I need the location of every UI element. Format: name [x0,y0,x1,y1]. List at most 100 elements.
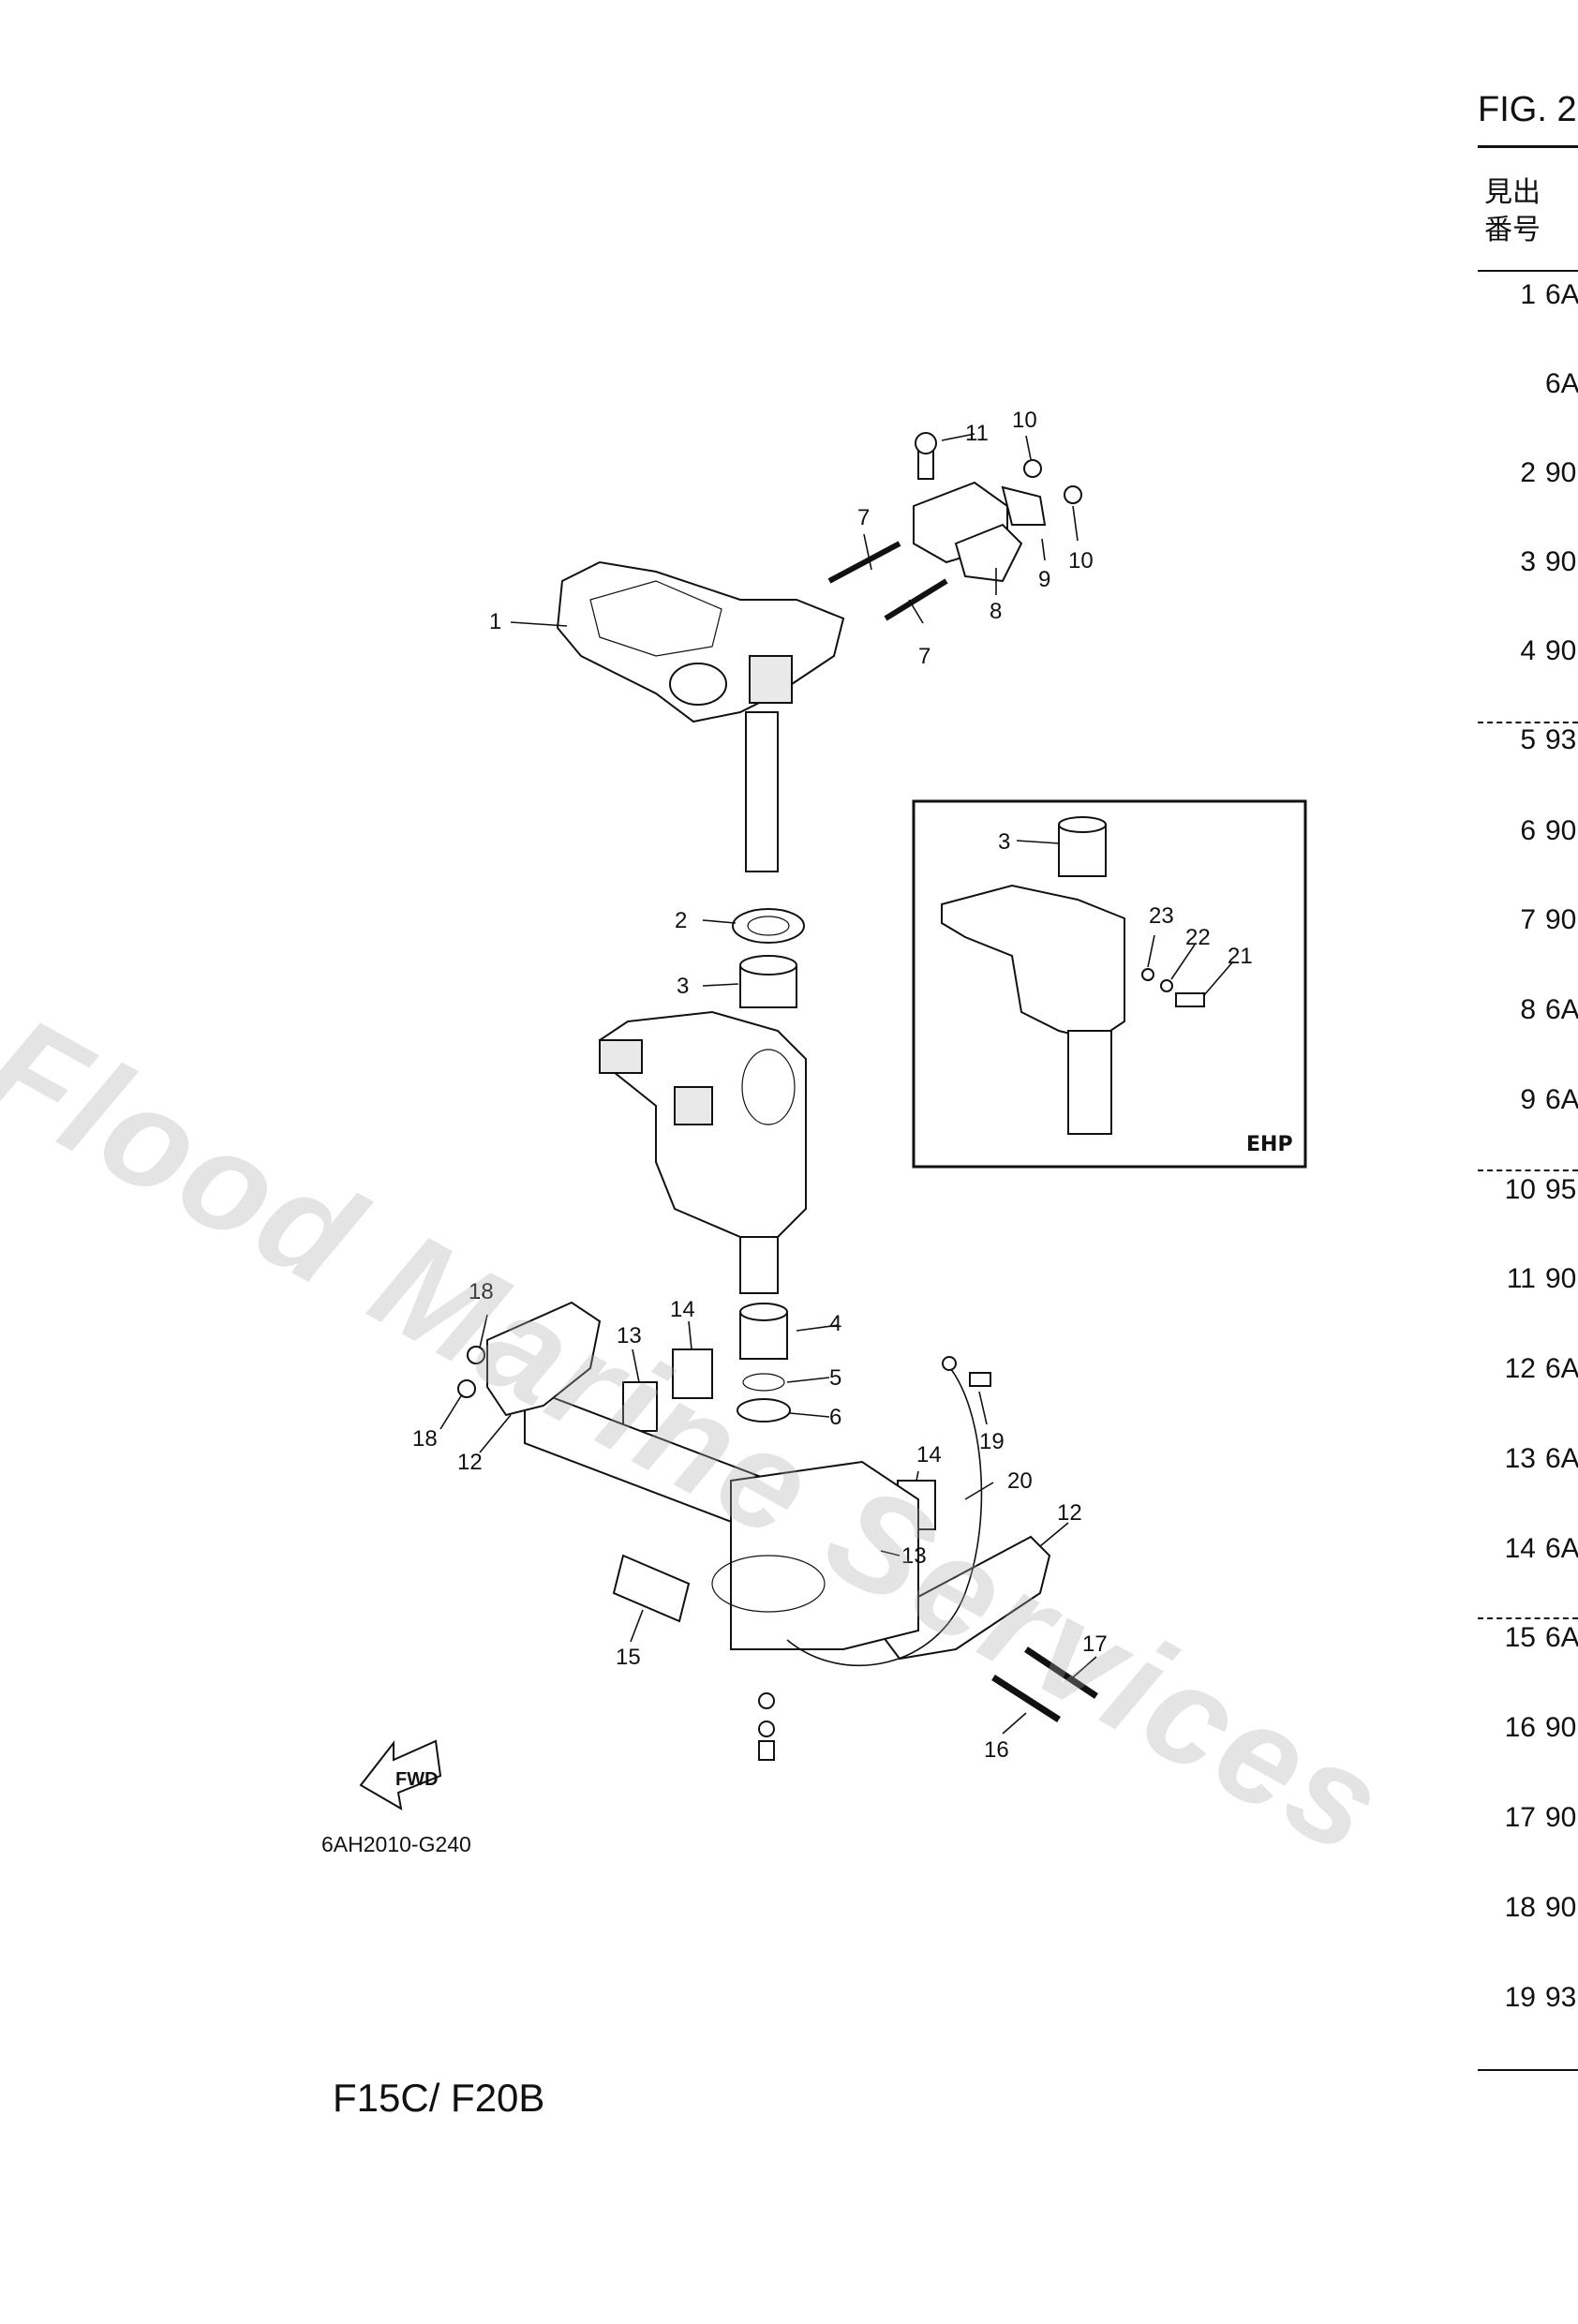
ref-number: 14 [1504,1533,1536,1564]
group-separator [1478,1169,1578,1171]
part-code: 6A [1545,1533,1578,1564]
parts-row: 14 6A [1478,1530,1578,1568]
callout-14b: 14 [916,1442,942,1467]
ref-number: 11 [1506,1263,1536,1294]
lower-shaft [739,1236,779,1294]
ground-lead-20 [786,1363,983,1667]
ref-number: 18 [1504,1892,1536,1923]
callout-numbers: 1 2 3 4 5 6 7 7 8 9 10 10 11 12 12 13 13… [412,408,1253,1763]
ref-number: 15 [1504,1622,1536,1653]
bolt-16 [991,1675,1061,1722]
part-code: 6A [1545,368,1578,399]
ref-number: 16 [1504,1712,1536,1743]
part-code: 90 [1545,1892,1577,1923]
group-separator [1478,722,1578,723]
callout-7a: 7 [857,505,870,530]
part-code: 90 [1545,1712,1577,1743]
header-rule [1478,270,1578,272]
callout-9: 9 [1038,567,1050,592]
callout-13a: 13 [617,1323,642,1348]
ref-no-header: 見出 番号 [1484,174,1541,249]
model-name: F15C/ F20B [333,2076,545,2120]
callout-4: 4 [829,1311,841,1336]
steering-shaft [745,711,779,872]
part-code: 6A [1545,1084,1578,1115]
ref-no-header-line2: 番号 [1484,215,1541,246]
callout-15: 15 [616,1645,641,1670]
ref-number: 7 [1520,904,1536,935]
parts-row: 7 90 [1478,901,1578,939]
part-code: 6A [1545,279,1578,310]
mount-plate-12a [486,1301,602,1417]
ref-number: 13 [1504,1443,1536,1474]
callout-18b: 18 [412,1426,438,1452]
fwd-arrow-icon: FWD [359,1739,442,1810]
parts-row: 13 6A [1478,1440,1578,1478]
inset-callout-23: 23 [1149,903,1174,929]
part-code: 6A [1545,1443,1578,1474]
callout-12a: 12 [457,1450,483,1475]
callout-12b: 12 [1057,1500,1082,1526]
center-mount-housing [730,1460,919,1650]
inset-label: EHP [1246,1133,1293,1156]
callout-2: 2 [675,908,687,933]
table-bottom-rule [1478,2069,1578,2071]
bushings-4-5-6 [737,1303,791,1423]
inset-callout-22: 22 [1185,925,1211,950]
ref-number: 2 [1520,457,1536,488]
callout-10a: 10 [1012,408,1037,433]
inset-callout-21: 21 [1228,944,1253,969]
callout-11: 11 [965,421,989,446]
callout-14a: 14 [670,1297,695,1322]
ref-number: 10 [1504,1174,1536,1205]
table-top-rule [1478,145,1578,148]
upper-fasteners [827,432,1082,621]
part-code: 90 [1545,457,1577,488]
part-code: 6A [1545,1622,1578,1653]
inset-drawing [941,816,1205,1135]
callout-6: 6 [829,1405,841,1430]
ref-number: 12 [1504,1353,1536,1384]
callout-20: 20 [1007,1468,1033,1494]
ref-number: 3 [1520,546,1536,577]
diagram-code: 6AH2010-G240 [321,1832,471,1856]
parts-row: 6A [1478,365,1578,403]
part-code: 90 [1545,1263,1577,1294]
ref-number: 1 [1520,279,1536,310]
part-code: 90 [1545,635,1577,666]
leader-lines [439,435,1234,1735]
part-code: 93 [1545,724,1577,755]
callout-5: 5 [829,1365,841,1391]
callout-7b: 7 [918,644,930,669]
callout-13b: 13 [901,1543,927,1569]
bolt-17 [1024,1646,1098,1699]
screw-19 [969,1372,991,1387]
part-code: 90 [1545,815,1577,846]
ref-no-header-line1: 見出 [1484,177,1541,208]
swivel-bracket [598,1010,807,1238]
callout-8: 8 [990,599,1002,624]
part-code: 6A [1545,994,1578,1025]
ref-number: 19 [1504,1982,1536,2013]
plate-15 [612,1554,691,1623]
steering-bracket-part [556,560,845,723]
fwd-label: FWD [395,1769,439,1790]
callout-16: 16 [984,1737,1009,1763]
part-code: 93 [1545,1982,1577,2013]
part-code: 90 [1545,904,1577,935]
callout-18a: 18 [469,1279,494,1304]
damper-14a [672,1348,713,1399]
mount-plate-12b [884,1535,1051,1661]
